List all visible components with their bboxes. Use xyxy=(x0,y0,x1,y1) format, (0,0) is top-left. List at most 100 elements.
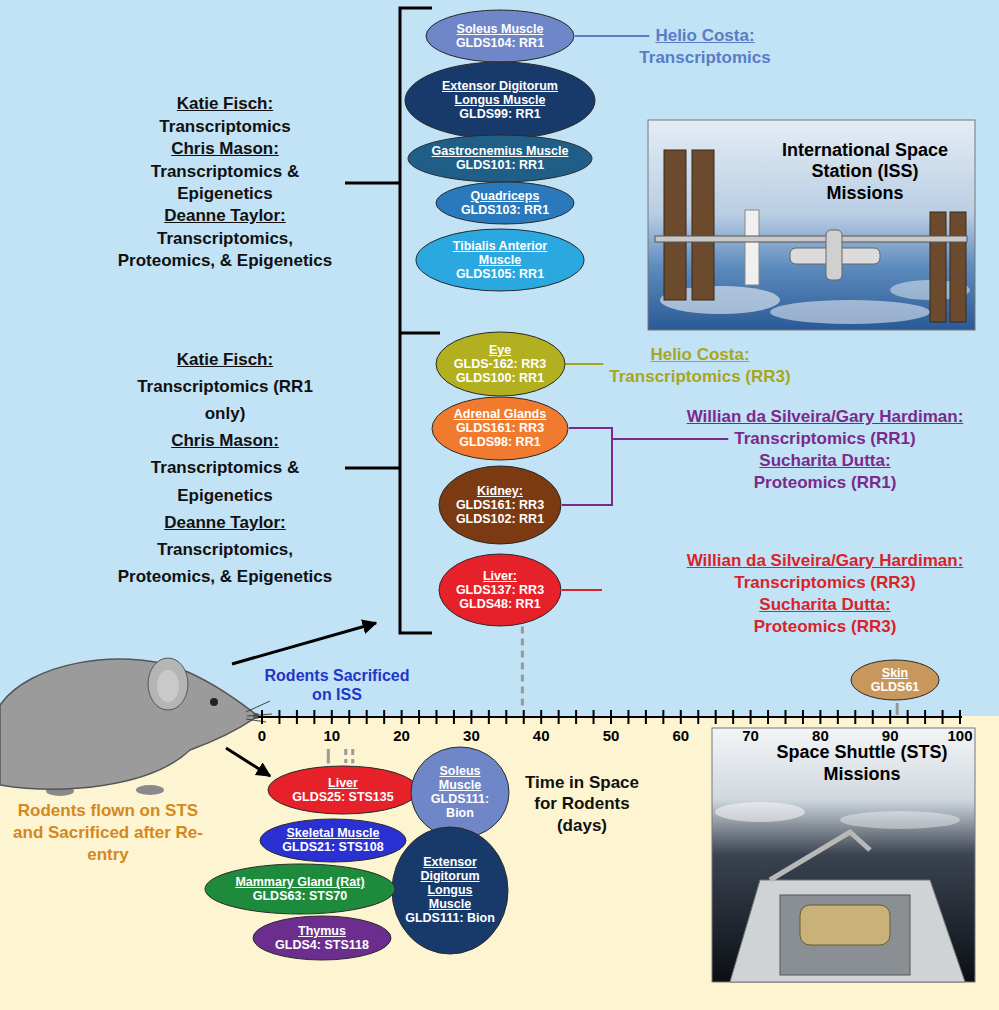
investigator-text: Willian da Silveira/Gary Hardiman: xyxy=(687,406,964,428)
leader-line xyxy=(612,438,728,440)
shuttle-body xyxy=(730,880,965,982)
ellipse-shape xyxy=(411,747,509,838)
tissue-ellipse: Soleus MuscleGLDS111: Bion xyxy=(410,746,510,839)
axis-tick xyxy=(331,710,333,724)
investigator-text: Transcriptomics (RR1) xyxy=(734,428,915,450)
ellipse-text-box: Mammary Gland (Rat)GLDS63: STS70 xyxy=(215,875,385,903)
investigator-text: Transcriptomics xyxy=(159,116,290,138)
ellipse-shape xyxy=(426,10,574,62)
investigator-callout: Willian da Silveira/Gary Hardiman:Transc… xyxy=(660,550,990,638)
photo-frame xyxy=(712,728,975,982)
axis-tick xyxy=(627,710,629,724)
axis-tick xyxy=(610,710,612,724)
tissue-name: Tibialis Anterior Muscle xyxy=(443,239,558,267)
axis-tick xyxy=(872,710,874,724)
axis-number: 80 xyxy=(812,727,829,745)
ellipse-shape xyxy=(392,827,508,954)
time-marker xyxy=(351,749,354,763)
ellipse-shape xyxy=(268,766,418,814)
axis-number: 60 xyxy=(672,727,689,745)
solar-array xyxy=(930,212,946,322)
axis-tick xyxy=(819,710,821,724)
ellipse-text-box: Gastrocnemius MuscleGLDS101: RR1 xyxy=(415,144,585,172)
investigator-text: Willian da Silveira/Gary Hardiman: xyxy=(687,550,964,572)
investigator-text: Deanne Taylor: xyxy=(164,509,286,536)
tissue-ellipse: Soleus MuscleGLDS104: RR1 xyxy=(425,9,575,63)
tissue-name: Skeletal Muscle xyxy=(286,826,379,840)
ellipse-text-box: Kidney:GLDS161: RR3GLDS102: RR1 xyxy=(440,484,560,526)
ellipse-text-box: Liver:GLDS137: RR3GLDS48: RR1 xyxy=(440,569,560,611)
ellipse-shape xyxy=(253,916,391,960)
axis-number-box: 60 xyxy=(661,727,701,745)
axis-number-box: 50 xyxy=(591,727,631,745)
ellipse-shape xyxy=(436,182,574,224)
payload-bay xyxy=(780,895,910,975)
axis-tick xyxy=(785,710,787,724)
axis-number: 0 xyxy=(258,727,266,745)
tissue-name: Eye xyxy=(489,343,511,357)
investigator-text: Sucharita Dutta: xyxy=(759,594,890,616)
time-marker xyxy=(896,703,899,715)
axis-tick xyxy=(907,710,909,724)
dataset-id: GLDS61 xyxy=(871,680,920,694)
axis-number: 10 xyxy=(323,727,340,745)
ellipse-text-box: LiverGLDS25: STS135 xyxy=(273,776,413,804)
axis-tick xyxy=(418,710,420,724)
photo-caption-box: International Space Station (ISS) Missio… xyxy=(775,140,955,205)
investigator-text: Transcriptomics (RR3) xyxy=(609,366,790,388)
investigator-text: Helio Costa: xyxy=(650,344,749,366)
axis-tick xyxy=(942,710,944,724)
investigator-text: Proteomics (RR3) xyxy=(754,616,897,638)
mouse-eye xyxy=(210,698,218,706)
drawn-lines xyxy=(262,36,960,764)
ellipse-text-box: ThymusGLDS4: STS118 xyxy=(257,924,387,952)
tissue-ellipse: Gastrocnemius MuscleGLDS101: RR1 xyxy=(407,134,593,183)
leader-line xyxy=(575,35,649,37)
axis-tick xyxy=(924,710,926,724)
axis-number-box: 30 xyxy=(451,727,491,745)
axis-number-box: 70 xyxy=(731,727,771,745)
photo-caption: Space Shuttle (STS) Missions xyxy=(772,742,952,785)
note-box: Rodents Sacrificed on ISS xyxy=(262,666,412,704)
axis-tick xyxy=(593,710,595,724)
station-module xyxy=(826,230,842,280)
cloud xyxy=(715,802,805,822)
tissue-name: Liver: xyxy=(483,569,517,583)
dataset-id: GLDS101: RR1 xyxy=(456,158,544,172)
axis-tick xyxy=(959,710,961,724)
investigator-callout: Helio Costa:Transcriptomics (RR3) xyxy=(600,344,800,388)
axis-tick xyxy=(505,710,507,724)
ellipse-shape xyxy=(205,864,395,914)
investigator-text: Transcriptomics, Proteomics, & Epigeneti… xyxy=(115,228,335,273)
axis-number-box: 20 xyxy=(382,727,422,745)
tissue-ellipse: Mammary Gland (Rat)GLDS63: STS70 xyxy=(204,863,396,915)
tissue-ellipse: Extensor Digitorum Longus MuscleGLDS111:… xyxy=(391,826,509,955)
axis-tick xyxy=(540,710,542,724)
investigator-text: Katie Fisch: xyxy=(177,346,273,373)
axis-tick xyxy=(401,710,403,724)
ellipse-text-box: Extensor Digitorum Longus MuscleGLDS111:… xyxy=(405,855,495,925)
investigator-text: Chris Mason: xyxy=(171,427,279,454)
axis-number-box: 10 xyxy=(312,727,352,745)
mouse-ear xyxy=(148,658,188,710)
ellipse-shape xyxy=(436,332,565,396)
ellipse-text-box: Soleus MuscleGLDS104: RR1 xyxy=(430,22,570,50)
space-station-band xyxy=(0,0,999,716)
tissue-name: Kidney: xyxy=(477,484,523,498)
bracket-line xyxy=(562,428,612,505)
tissue-name: Liver xyxy=(328,776,358,790)
time-marker xyxy=(521,627,524,709)
mouse-foot xyxy=(136,785,164,795)
note-text: Rodents Sacrificed on ISS xyxy=(262,666,412,704)
investigator-text: Chris Mason: xyxy=(171,138,279,160)
ellipse-shape xyxy=(408,135,592,182)
tissue-ellipse: Skeletal MuscleGLDS21: STS108 xyxy=(259,818,407,863)
investigator-text: Katie Fisch: xyxy=(177,93,273,115)
leader-line xyxy=(562,589,602,591)
axis-tick xyxy=(348,710,350,724)
ellipse-text-box: Adrenal GlandsGLDS161: RR3GLDS98: RR1 xyxy=(440,407,560,449)
investigator-group: Katie Fisch:Transcriptomics (RR1 only)Ch… xyxy=(115,346,335,591)
investigator-group: Katie Fisch:TranscriptomicsChris Mason: T… xyxy=(115,93,335,273)
dataset-id: GLDS100: RR1 xyxy=(456,371,544,385)
sts-photo xyxy=(712,728,975,982)
